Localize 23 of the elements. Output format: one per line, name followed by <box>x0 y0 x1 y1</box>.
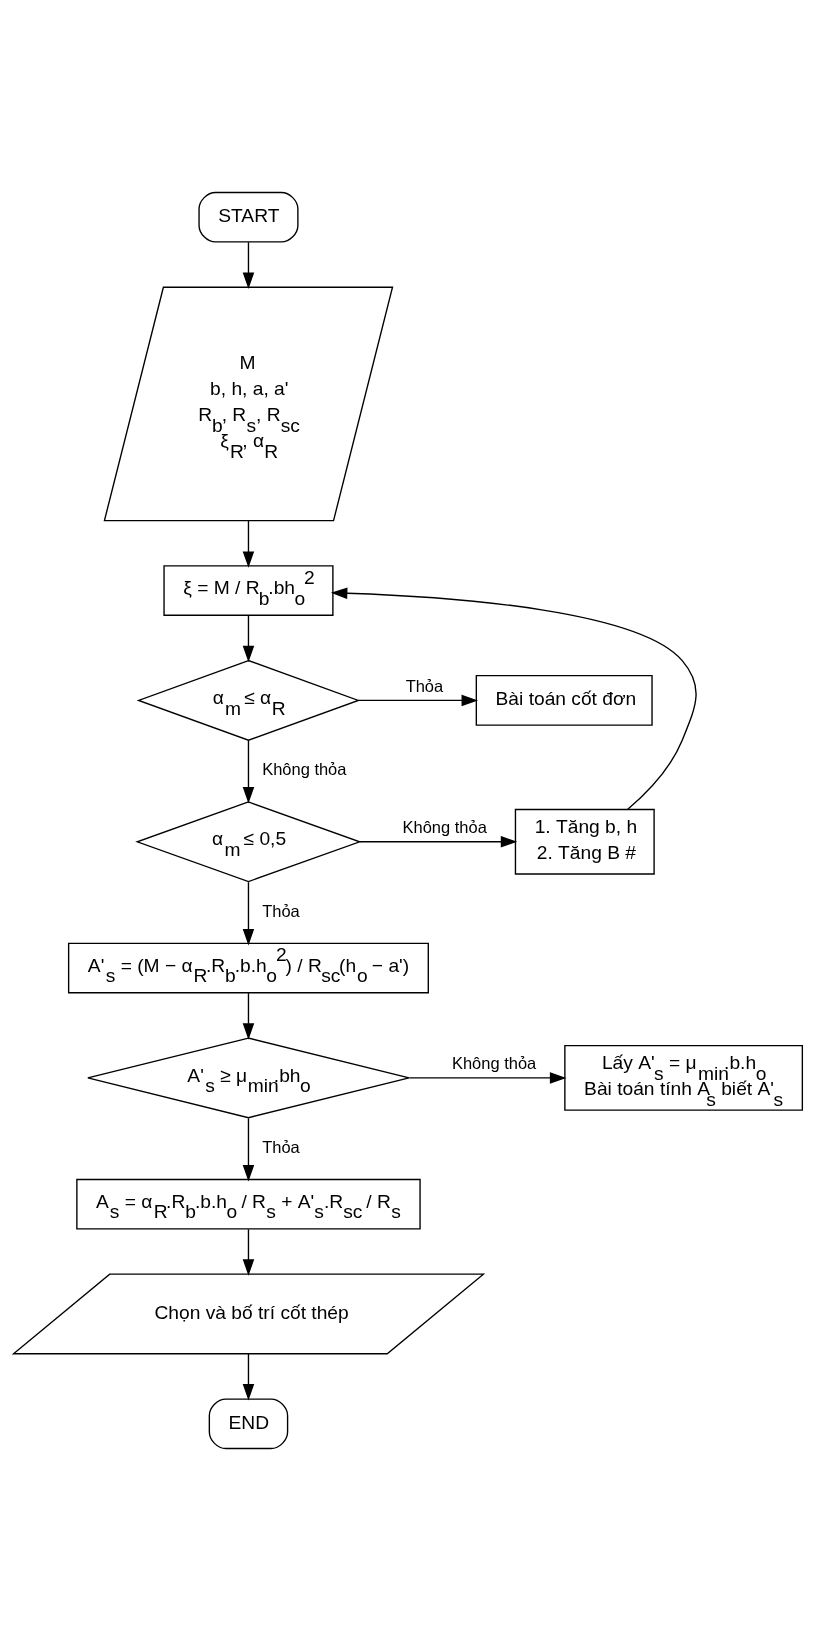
arrow <box>408 1072 567 1084</box>
arrow <box>242 992 255 1040</box>
edge-label: Thỏa <box>262 901 300 920</box>
node-box: START <box>198 191 299 243</box>
edge-label: Không thỏa <box>402 817 487 836</box>
edge-label: Không thỏa <box>262 760 347 779</box>
edge-label: Thỏa <box>405 676 444 695</box>
arrow <box>242 1117 255 1182</box>
node-box: Bài toán cốt đơn <box>475 675 653 726</box>
arrow <box>330 587 697 810</box>
arrow <box>242 520 255 568</box>
arrow <box>242 881 255 946</box>
edge-label: Thỏa <box>262 1137 300 1156</box>
edge-label: Không thỏa <box>451 1054 537 1073</box>
arrow <box>242 1228 255 1276</box>
node-box: 1. Tăng b, h 2. Tăng B # <box>514 808 655 875</box>
node-box: END <box>208 1398 289 1450</box>
arrow <box>357 694 479 707</box>
arrow <box>242 241 255 290</box>
arrow <box>242 739 255 804</box>
arrow <box>359 836 518 848</box>
arrow <box>242 615 255 663</box>
arrow <box>242 1353 255 1401</box>
